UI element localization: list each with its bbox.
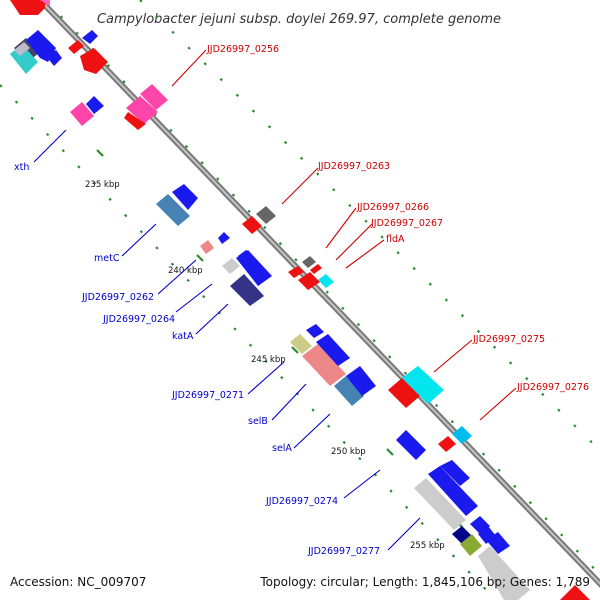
gene-reverse (218, 232, 230, 244)
gene-reverse (222, 258, 240, 274)
gene-forward (256, 206, 276, 224)
gene-forward (242, 216, 262, 234)
gene-forward (68, 40, 84, 54)
gene-reverse (200, 240, 214, 254)
gene-forward (388, 378, 420, 408)
gene-forward (438, 436, 456, 452)
label-JJD26997_0256: JJD26997_0256 (206, 44, 279, 55)
topology-summary: Topology: circular; Length: 1,845,106 bp… (259, 575, 590, 589)
gene-reverse (230, 274, 264, 306)
gene-reverse (86, 96, 104, 114)
reverse-gene-labels: xth metC JJD26997_0262 JJD26997_0264 kat… (14, 162, 380, 557)
tick-row-inner (0, 84, 498, 600)
gene-forward (452, 426, 472, 444)
gene-reverse (440, 460, 470, 486)
cds-forward-blue (82, 30, 98, 44)
gene-forward (40, 0, 50, 6)
kbp-label-250: 250 kbp (331, 447, 366, 457)
gene-reverse (172, 184, 198, 210)
gene-forward (560, 585, 590, 600)
label-selB: selB (248, 416, 268, 427)
gene-reverse (46, 50, 62, 66)
gene-reverse (486, 532, 510, 554)
kbp-label-240: 240 kbp (168, 266, 203, 276)
gene-reverse (14, 42, 30, 56)
gene-reverse (428, 466, 478, 516)
gene-forward (124, 112, 146, 130)
gene-reverse (460, 534, 482, 556)
gene-forward (10, 0, 45, 15)
reverse-leaders (33, 129, 421, 551)
label-katA: katA (172, 331, 194, 342)
label-JJD26997_0275: JJD26997_0275 (472, 334, 545, 345)
forward-gene-labels: JJD26997_0256 JJD26997_0263 JJD26997_026… (206, 44, 589, 393)
gene-forward (126, 96, 158, 124)
label-xth: xth (14, 162, 29, 173)
label-fldA: fldA (386, 234, 405, 245)
gene-reverse (478, 546, 530, 600)
forward-leaders (171, 49, 517, 421)
gene-forward (318, 274, 334, 288)
gene-reverse (414, 478, 466, 530)
gene-reverse (156, 194, 190, 226)
label-selA: selA (272, 443, 292, 454)
gene-reverse (26, 30, 56, 62)
gene-reverse (238, 250, 252, 262)
gene-reverse (290, 334, 312, 354)
gene-forward (402, 366, 444, 404)
label-JJD26997_0277: JJD26997_0277 (307, 546, 380, 557)
label-JJD26997_0262: JJD26997_0262 (81, 292, 154, 303)
gene-forward (288, 266, 304, 278)
label-JJD26997_0274: JJD26997_0274 (265, 496, 338, 507)
kbp-label-235: 235 kbp (85, 180, 120, 190)
gene-reverse (346, 366, 376, 396)
label-JJD26997_0263: JJD26997_0263 (317, 161, 390, 172)
kbp-label-245: 245 kbp (251, 355, 286, 365)
label-JJD26997_0267: JJD26997_0267 (370, 218, 443, 229)
gene-forward (140, 84, 168, 110)
accession-text: Accession: NC_009707 (10, 575, 146, 589)
label-metC: metC (94, 253, 120, 264)
gene-reverse (316, 334, 350, 366)
gene-forward (310, 264, 322, 274)
gene-forward (80, 48, 108, 74)
gene-reverse (306, 324, 324, 338)
reverse-features (10, 30, 530, 600)
label-JJD26997_0264: JJD26997_0264 (102, 314, 175, 325)
gene-reverse (302, 344, 346, 386)
gene-reverse (70, 102, 94, 126)
label-JJD26997_0271: JJD26997_0271 (171, 390, 244, 401)
map-title: Campylobacter jejuni subsp. doylei 269.9… (97, 12, 501, 27)
gene-forward (298, 272, 320, 290)
gene-reverse (396, 430, 426, 460)
gene-reverse (334, 376, 364, 406)
label-JJD26997_0276: JJD26997_0276 (516, 382, 589, 393)
forward-features (10, 0, 590, 600)
label-JJD26997_0266: JJD26997_0266 (356, 202, 429, 213)
gene-forward (302, 256, 316, 268)
kbp-label-255: 255 kbp (410, 541, 445, 551)
